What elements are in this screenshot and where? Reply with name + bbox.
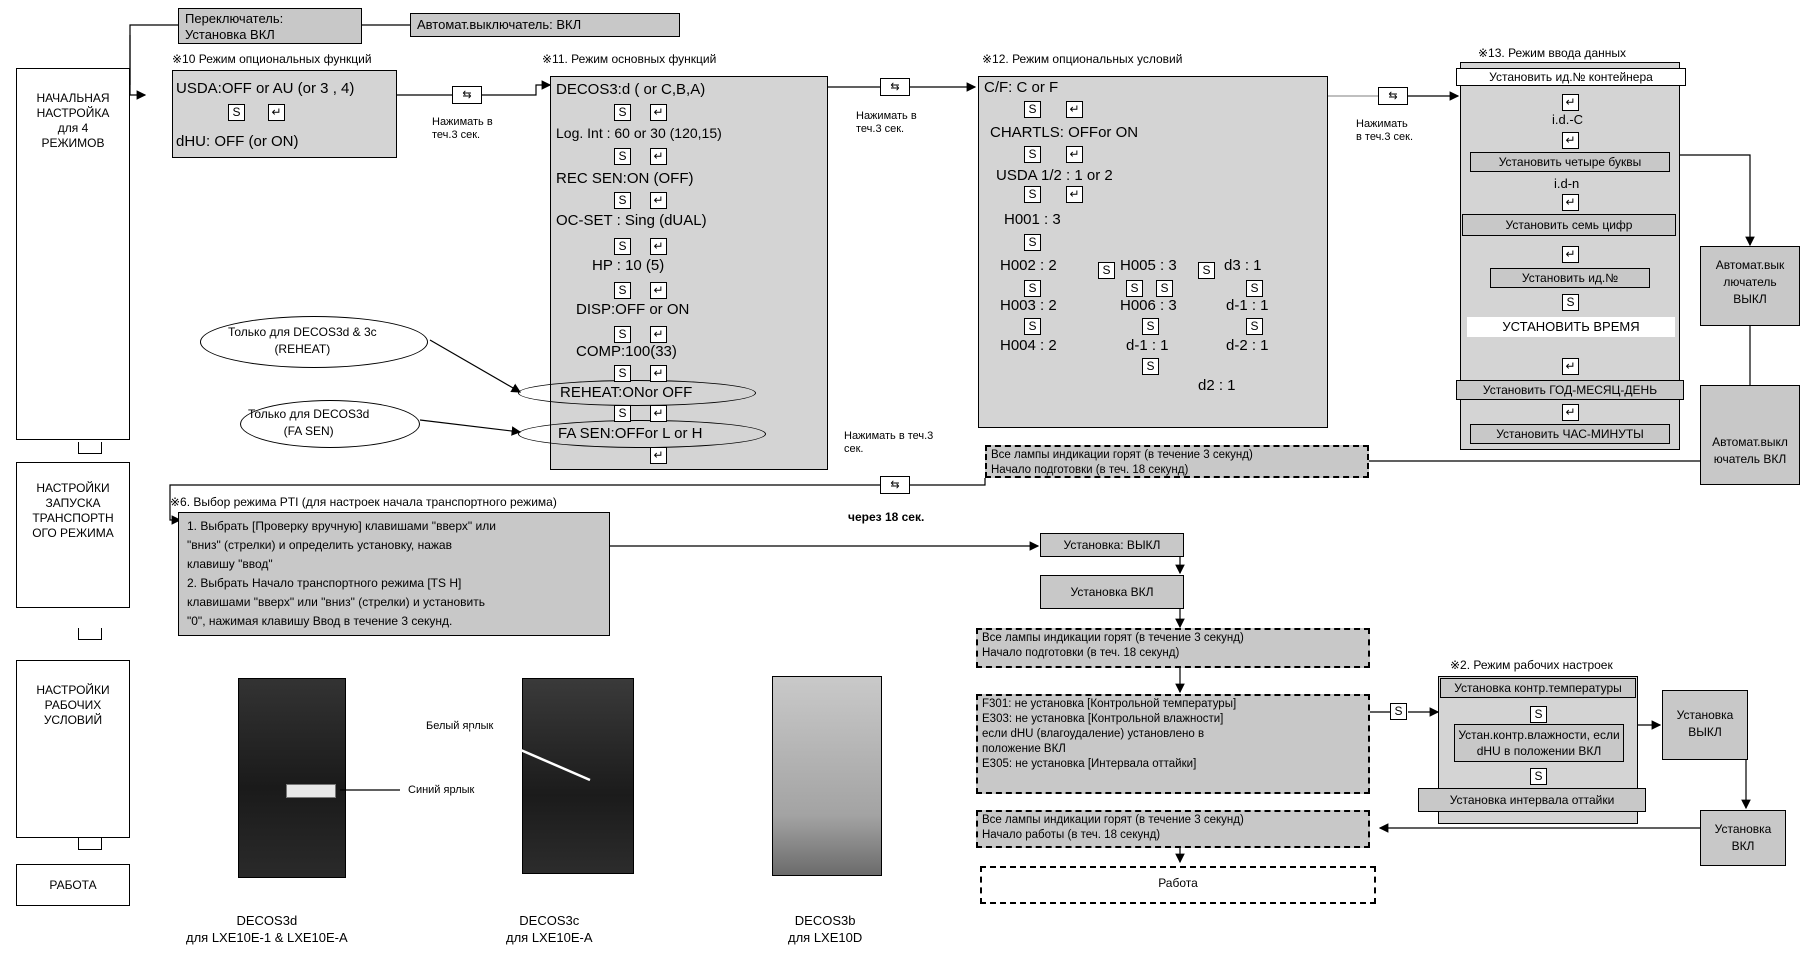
label-pointer-arrows [0,0,1803,955]
